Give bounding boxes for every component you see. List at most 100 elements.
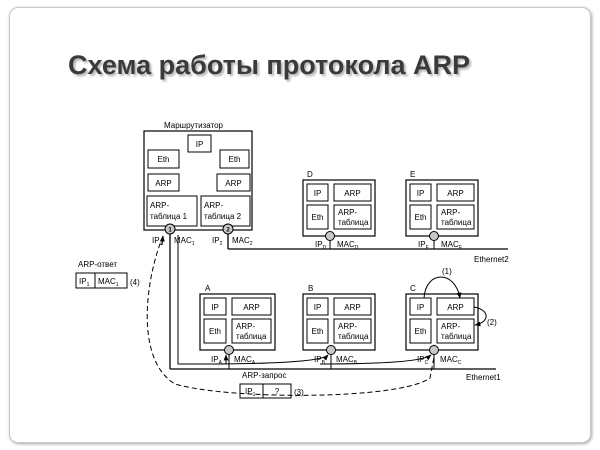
host-b-arp: ARP bbox=[344, 303, 360, 312]
host-e-eth: Eth bbox=[414, 213, 426, 222]
host-a-ip: IP bbox=[211, 303, 219, 312]
host-c-port bbox=[429, 345, 439, 355]
arp-request-to-b bbox=[199, 354, 329, 365]
arp-reply-label: ARP-ответ bbox=[78, 260, 117, 269]
router-mac1-label: MAC1 bbox=[174, 236, 195, 247]
host-e-eth-box bbox=[409, 204, 432, 230]
host-b-box bbox=[302, 293, 376, 351]
host-b-ip-addr: IPB bbox=[314, 355, 326, 366]
host-d-table-line1: ARP- bbox=[338, 208, 357, 217]
host-d-ip-addr: IPD bbox=[315, 240, 327, 251]
arp-reply-path bbox=[146, 235, 435, 396]
host-a-arp-table-box bbox=[231, 318, 272, 344]
host-e-ip-box bbox=[409, 183, 432, 202]
host-c-ip-box bbox=[409, 297, 432, 316]
router-eth-right-label: Eth bbox=[228, 155, 240, 164]
router-table1-line1: ARP- bbox=[150, 201, 169, 210]
host-d-eth: Eth bbox=[311, 213, 323, 222]
router-ip1-label: IP1 bbox=[152, 236, 163, 247]
host-a-ip-addr: IPA bbox=[211, 355, 223, 366]
host-b-name: B bbox=[308, 284, 313, 293]
host-c-mac-addr: MACC bbox=[440, 355, 462, 366]
host-e-arp-table-box bbox=[436, 204, 475, 230]
arp-request-unknown: ? bbox=[275, 387, 280, 396]
router-ip-box bbox=[187, 134, 212, 153]
host-a-arp-box bbox=[231, 297, 272, 316]
host-e-name: E bbox=[410, 170, 415, 179]
router-ip2-label: IP2 bbox=[212, 236, 223, 247]
router-eth-left-label: Eth bbox=[157, 155, 169, 164]
host-a-table-line1: ARP- bbox=[236, 322, 255, 331]
host-b-eth: Eth bbox=[311, 327, 323, 336]
step-1-arrow bbox=[423, 276, 462, 299]
host-c-ip: IP bbox=[417, 303, 425, 312]
host-b-mac-addr: MACB bbox=[336, 355, 358, 366]
arp-request-unknown-cell bbox=[262, 383, 292, 399]
host-d-arp: ARP bbox=[344, 189, 360, 198]
arp-reply-mac-cell bbox=[94, 272, 128, 289]
host-c-eth: Eth bbox=[414, 327, 426, 336]
host-d-port bbox=[325, 231, 335, 241]
host-d-table-line2: таблица bbox=[338, 218, 369, 227]
host-b-ip-box bbox=[306, 297, 329, 316]
arp-request-to-a bbox=[177, 235, 229, 365]
router-box bbox=[143, 130, 253, 231]
host-a-box bbox=[199, 293, 276, 351]
arp-reply-mac: MAC1 bbox=[98, 277, 119, 288]
host-e-ip: IP bbox=[417, 189, 425, 198]
host-a-eth-box bbox=[203, 318, 227, 344]
host-b-table-line2: таблица bbox=[338, 332, 369, 341]
host-a-ip-box bbox=[203, 297, 227, 316]
router-arp-right-label: ARP bbox=[225, 179, 241, 188]
arp-reply-step: (4) bbox=[130, 278, 140, 287]
host-b-arp-table-box bbox=[333, 318, 372, 344]
host-a-mac-addr: MACA bbox=[234, 355, 256, 366]
arp-reply-arrowhead bbox=[160, 235, 165, 246]
router-arp-left-label: ARP bbox=[155, 179, 171, 188]
router-label: Маршрутизатор bbox=[164, 121, 224, 130]
host-b-ip: IP bbox=[314, 303, 322, 312]
host-c-ip-addr: IPC bbox=[417, 355, 429, 366]
host-d-mac-addr: MACD bbox=[337, 240, 359, 251]
step-2-label: (2) bbox=[487, 318, 497, 327]
host-c-arp-box bbox=[436, 297, 475, 316]
host-a-eth: Eth bbox=[209, 327, 221, 336]
host-e-ip-addr: IPE bbox=[418, 240, 430, 251]
router-arp-right-box bbox=[216, 173, 251, 192]
router-mac2-label: MAC2 bbox=[232, 236, 253, 247]
host-c-arp: ARP bbox=[447, 303, 463, 312]
router-table1-line2: таблица 1 bbox=[150, 212, 188, 221]
host-a-port bbox=[224, 345, 234, 355]
host-c-arp-table-box bbox=[436, 318, 475, 344]
router-port-2-number: 2 bbox=[226, 228, 230, 234]
host-a-name: A bbox=[205, 284, 211, 293]
host-d-ip: IP bbox=[314, 189, 322, 198]
router-table2-line1: ARP- bbox=[204, 201, 223, 210]
host-e-table-line2: таблица bbox=[441, 218, 472, 227]
host-e-mac-addr: MACE bbox=[441, 240, 463, 251]
arp-request-label: ARP-запрос bbox=[242, 371, 286, 380]
step-2-arrow bbox=[473, 306, 487, 327]
arp-request-step: (3) bbox=[294, 388, 304, 397]
router-port-1-number: 1 bbox=[168, 228, 172, 234]
router-ip-label: IP bbox=[196, 140, 204, 149]
host-e-box bbox=[405, 179, 479, 237]
router-eth-right-box bbox=[219, 149, 250, 169]
host-b-eth-box bbox=[306, 318, 329, 344]
host-d-ip-box bbox=[306, 183, 329, 202]
router-arp-left-box bbox=[147, 173, 180, 192]
host-d-arp-table-box bbox=[333, 204, 372, 230]
host-d-eth-box bbox=[306, 204, 329, 230]
arp-reply-ip: IP1 bbox=[79, 277, 90, 288]
host-b-table-line1: ARP- bbox=[338, 322, 357, 331]
router-eth-left-box bbox=[147, 149, 180, 169]
host-b-port bbox=[326, 345, 336, 355]
host-a-arp: ARP bbox=[243, 303, 259, 312]
ethernet2-label: Ethernet2 bbox=[474, 255, 509, 264]
host-e-table-line1: ARP- bbox=[441, 208, 460, 217]
host-c-table-line2: таблица bbox=[441, 332, 472, 341]
host-e-port bbox=[429, 231, 439, 241]
host-c-eth-box bbox=[409, 318, 432, 344]
slide-title: Схема работы протокола ARP bbox=[68, 50, 471, 80]
